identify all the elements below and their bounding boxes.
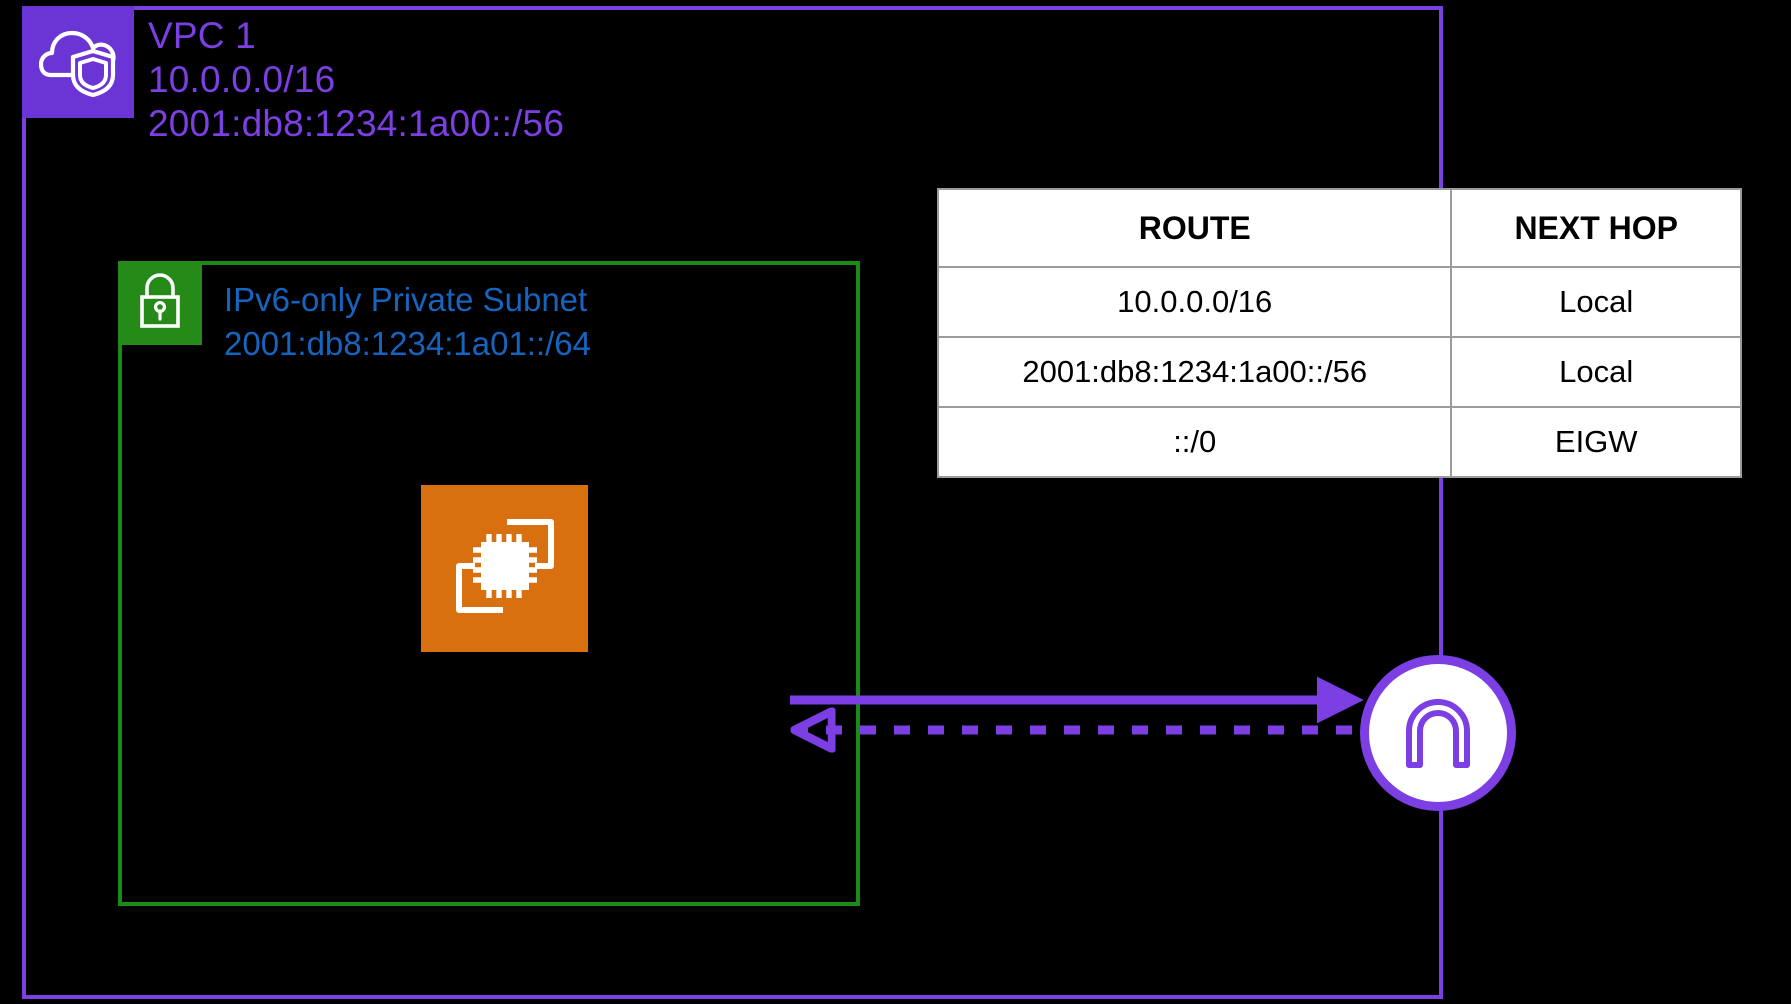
vpc-cidr-ipv6: 2001:db8:1234:1a00::/56	[148, 103, 565, 144]
vpc-label-group: VPC 1 10.0.0.0/16 2001:db8:1234:1a00::/5…	[148, 14, 564, 146]
route-table: ROUTE NEXT HOP 10.0.0.0/16 Local 2001:db…	[936, 188, 1742, 478]
vpc-boundary	[22, 6, 1443, 999]
table-row: 10.0.0.0/16 Local	[936, 266, 1742, 338]
next-hop-cell: Local	[1450, 266, 1742, 338]
route-cell: ::/0	[936, 406, 1453, 478]
route-cell: 10.0.0.0/16	[936, 266, 1453, 338]
vpc-icon-tile	[22, 6, 134, 118]
route-cell: 2001:db8:1234:1a00::/56	[936, 336, 1453, 408]
vpc-title: VPC 1	[148, 15, 256, 56]
next-hop-cell: Local	[1450, 336, 1742, 408]
subnet-boundary	[118, 261, 860, 906]
egress-only-internet-gateway[interactable]	[1360, 655, 1516, 811]
subnet-label-group: IPv6-only Private Subnet 2001:db8:1234:1…	[224, 278, 591, 366]
table-row: ::/0 EIGW	[936, 406, 1742, 478]
subnet-title: IPv6-only Private Subnet	[224, 281, 588, 318]
padlock-icon	[135, 272, 185, 334]
route-table-header-row: ROUTE NEXT HOP	[936, 188, 1742, 268]
ec2-instances-tile	[421, 485, 588, 652]
vpc-cloud-shield-icon	[38, 23, 117, 102]
vpc-cidr-ipv4: 10.0.0.0/16	[148, 59, 336, 100]
route-table-header-next-hop: NEXT HOP	[1450, 188, 1742, 268]
table-row: 2001:db8:1234:1a00::/56 Local	[936, 336, 1742, 408]
subnet-cidr-ipv6: 2001:db8:1234:1a01::/64	[224, 325, 592, 362]
subnet-icon-tile	[118, 261, 202, 345]
next-hop-cell: EIGW	[1450, 406, 1742, 478]
egress-only-internet-gateway-icon	[1392, 685, 1484, 782]
ec2-instances-icon	[447, 508, 563, 629]
route-table-header-route: ROUTE	[936, 188, 1453, 268]
